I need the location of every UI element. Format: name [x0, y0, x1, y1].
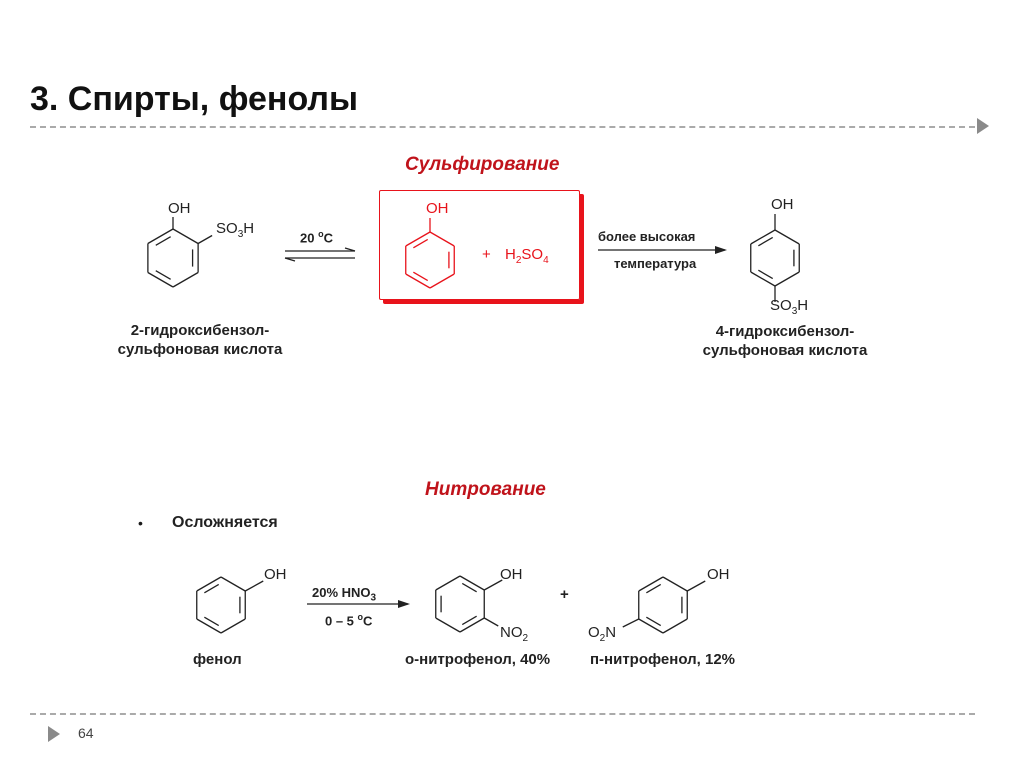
ring-bond [435, 575, 461, 591]
ring-bond [435, 617, 461, 633]
ring-bond [774, 271, 800, 287]
slide-title: 3. Спирты, фенолы [30, 80, 358, 118]
phenol-name: фенол [193, 651, 242, 668]
ring-bond [750, 229, 776, 245]
nav-arrow-icon[interactable] [48, 726, 60, 742]
double-bond [758, 236, 774, 247]
nitration-temp: 0 – 5 oC [325, 612, 373, 629]
bond [483, 617, 499, 627]
bottom-divider [30, 713, 975, 715]
ring-bond [662, 576, 688, 592]
condition-20c: 20 oC [300, 229, 333, 246]
double-bond [646, 583, 662, 594]
no2-label: NO2 [500, 624, 529, 644]
oh-label: OH [707, 566, 730, 583]
ring-bond [405, 231, 431, 247]
so3h-label: SO3H [770, 297, 809, 317]
arrow-head [398, 600, 410, 608]
oh-label: OH [500, 566, 523, 583]
page-number: 64 [78, 725, 94, 741]
ring-bond [220, 618, 246, 634]
ring-bond [429, 231, 455, 247]
ring-bond [147, 271, 174, 288]
double-bond [155, 270, 171, 280]
half-arrow [344, 247, 356, 252]
ring-bond [750, 271, 776, 287]
bullet-icon: • [138, 515, 143, 531]
nitration-heading: Нитрование [425, 479, 546, 500]
ring-bond [196, 618, 222, 634]
sulfuric-acid-label: H2SO4 [505, 246, 549, 266]
ring-bond [774, 229, 800, 245]
ring-bond [429, 273, 455, 289]
arrow-head [715, 246, 727, 254]
plus-sign: + [482, 246, 491, 263]
double-bond [646, 616, 662, 627]
reactants-box [379, 190, 580, 300]
left-product-name: 2-гидроксибензол-сульфоновая кислота [117, 322, 283, 358]
bond [244, 580, 264, 592]
double-bond [758, 269, 774, 280]
o2n-label: O2N [588, 624, 617, 644]
condition-higher-temp-2: температура [614, 256, 697, 271]
bond [622, 618, 640, 628]
condition-higher-temp-1: более высокая [598, 229, 696, 244]
double-bond [204, 616, 220, 627]
triangle-marker-icon [977, 118, 989, 134]
double-bond [204, 583, 220, 594]
double-bond [413, 238, 429, 249]
ring-bond [662, 618, 688, 634]
ring-bond [147, 228, 174, 245]
ring-bond [405, 273, 431, 289]
bullet-text: Осложняется [172, 514, 278, 531]
ring-bond [638, 618, 664, 634]
plus-sign: + [560, 586, 569, 603]
ring-bond [459, 617, 485, 633]
double-bond [413, 271, 429, 282]
ortho-nitrophenol-name: о-нитрофенол, 40% [405, 651, 551, 668]
double-bond [461, 615, 477, 626]
ring-bond [459, 575, 485, 591]
ring-bond [638, 576, 664, 592]
phenol-oh-label: OH [426, 200, 449, 217]
bond [197, 234, 213, 245]
ring-bond [220, 576, 246, 592]
oh-label: OH [264, 566, 287, 583]
bond [483, 579, 503, 591]
oh-label: OH [168, 200, 191, 217]
right-product-name: 4-гидроксибензол-сульфоновая кислота [702, 323, 868, 359]
double-bond [155, 236, 171, 246]
oh-label: OH [771, 196, 794, 213]
ring-bond [172, 271, 199, 288]
ring-bond [196, 576, 222, 592]
ring-bond [172, 228, 199, 245]
nitration-reagent: 20% HNO3 [312, 585, 377, 604]
double-bond [461, 582, 477, 593]
para-nitrophenol-name: п-нитрофенол, 12% [590, 651, 736, 668]
half-arrow [284, 257, 296, 262]
bond [686, 580, 706, 592]
so3h-label: SO3H [216, 220, 255, 240]
top-divider [30, 126, 975, 128]
sulfonation-heading: Сульфирование [405, 154, 560, 175]
